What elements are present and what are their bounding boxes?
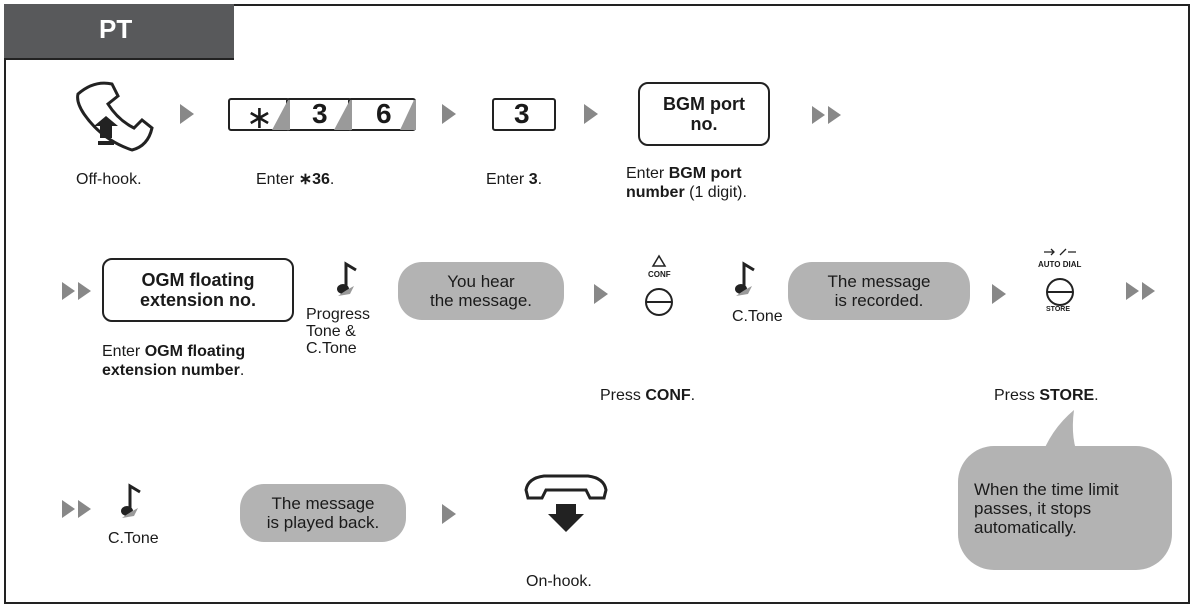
ogm-caption: Enter OGM floating extension number. bbox=[102, 343, 246, 379]
key-shadow-icon bbox=[272, 100, 416, 130]
store-label: STORE bbox=[1046, 306, 1070, 313]
header-tab: PT bbox=[4, 4, 234, 60]
bgm-port-key: BGM port no. bbox=[638, 82, 770, 146]
ogm-extension-key: OGM floating extension no. bbox=[102, 258, 294, 322]
progress-tone-label: Progress Tone & C.Tone bbox=[306, 306, 371, 357]
message-recorded-bubble: The message is recorded. bbox=[788, 262, 970, 320]
onhook-caption: On-hook. bbox=[526, 573, 592, 590]
arrow-icon bbox=[442, 504, 456, 524]
arrow-icon bbox=[180, 104, 194, 124]
arrow-icon bbox=[594, 284, 608, 304]
store-autodial-button-icon bbox=[1044, 248, 1076, 306]
tone-note-icon bbox=[735, 261, 755, 296]
time-limit-note: When the time limit passes, it stops aut… bbox=[958, 446, 1172, 570]
arrow-icon bbox=[584, 104, 598, 124]
message-played-back-bubble: The message is played back. bbox=[240, 484, 406, 542]
conf-caption: Press CONF. bbox=[600, 387, 696, 404]
feature-code-caption: Enter ∗36. bbox=[256, 171, 335, 188]
conf-button-icon bbox=[645, 254, 673, 316]
double-arrow-icon bbox=[1126, 282, 1155, 300]
tone-note-icon bbox=[121, 483, 141, 518]
key-3-label: 3 bbox=[312, 98, 328, 129]
double-arrow-icon bbox=[62, 282, 91, 300]
tone-note-icon bbox=[337, 261, 357, 296]
c-tone-label: C.Tone bbox=[732, 308, 783, 325]
bgm-caption: Enter BGM port number (1 digit). bbox=[626, 165, 747, 201]
key-digit-3-label: 3 bbox=[514, 98, 530, 129]
onhook-handset-icon bbox=[524, 474, 608, 532]
key-star-label: ∗ bbox=[246, 99, 273, 135]
diagram-frame bbox=[4, 4, 1190, 604]
double-arrow-icon bbox=[62, 500, 91, 518]
key-digit-3 bbox=[492, 98, 556, 131]
arrow-icon bbox=[992, 284, 1006, 304]
key-6-label: 6 bbox=[376, 98, 392, 129]
offhook-handset-icon bbox=[76, 81, 154, 152]
autodial-label: AUTO DIAL bbox=[1038, 260, 1082, 269]
offhook-caption: Off-hook. bbox=[76, 171, 142, 188]
conf-button-label: CONF bbox=[648, 270, 671, 279]
you-hear-message-bubble: You hear the message. bbox=[398, 262, 564, 320]
c-tone-label: C.Tone bbox=[108, 530, 159, 547]
double-arrow-icon bbox=[812, 106, 841, 124]
arrow-icon bbox=[442, 104, 456, 124]
header-label: PT bbox=[99, 14, 133, 44]
store-caption: Press STORE. bbox=[994, 387, 1099, 404]
digit-caption: Enter 3. bbox=[486, 171, 543, 188]
